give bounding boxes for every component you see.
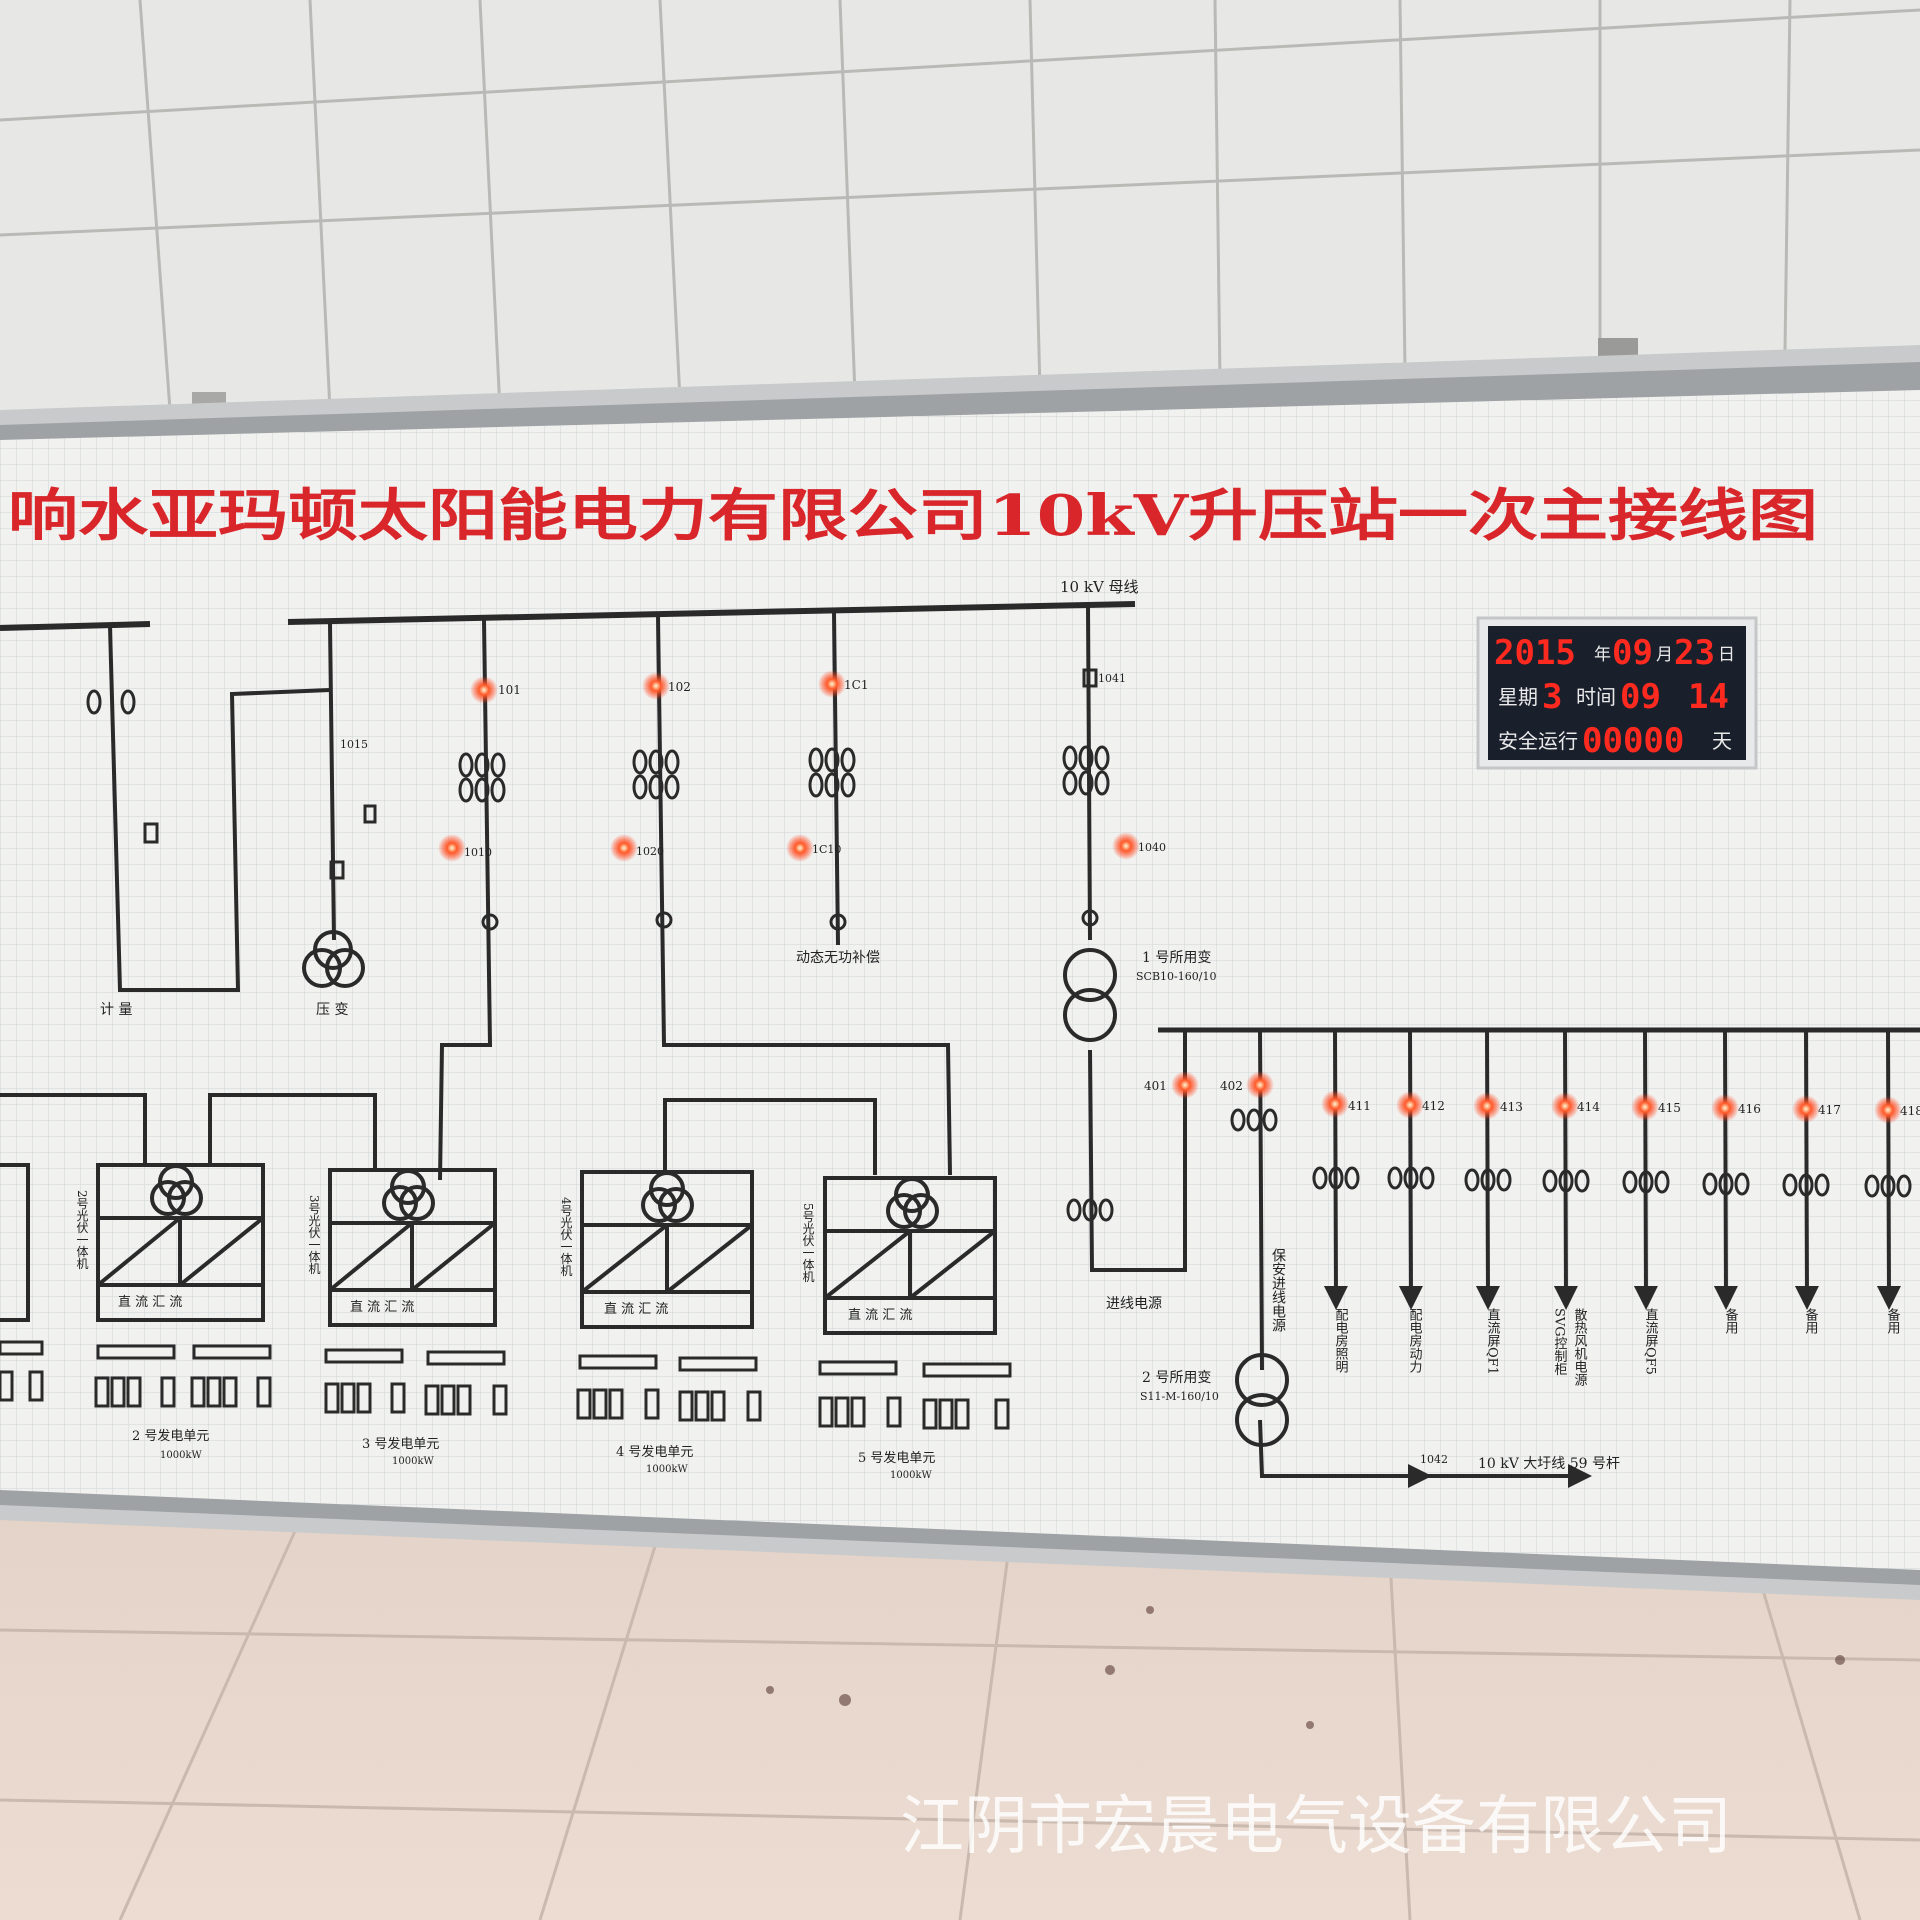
unit-pv-label: 5号光伏一体机: [801, 1203, 815, 1283]
bus-label: 10 kV 母线: [1060, 578, 1139, 596]
lv-feeder-id: 418: [1900, 1104, 1920, 1118]
wall: [0, 0, 1920, 420]
breaker-icons: [86, 668, 1912, 1222]
feeder-1015-label: 1015: [340, 738, 368, 751]
lv-feeder-id: 411: [1348, 1099, 1371, 1113]
clock-year: 2015: [1494, 633, 1576, 673]
lv-feeder-label: 直流屏QF5: [1643, 1308, 1659, 1375]
clock-minute: 14: [1688, 677, 1729, 717]
feeder-1010-label: 1010: [464, 846, 492, 859]
board-title: 响水亚玛顿太阳能电力有限公司10kV升压站一次主接线图: [8, 483, 1818, 549]
dc-combiner-label: 直 流 汇 流: [118, 1295, 182, 1310]
lv-feeder-id: 416: [1738, 1102, 1761, 1116]
clock-safe-days: 00000: [1582, 721, 1684, 761]
clock-day-unit: 日: [1718, 645, 1735, 665]
aux2-name: 2 号所用变: [1142, 1370, 1211, 1386]
unit-name: 3 号发电单元: [362, 1436, 439, 1452]
lv-feeder-id: 412: [1422, 1099, 1445, 1113]
clock-weekday: 3: [1542, 677, 1562, 717]
dc-combiner-label: 直 流 汇 流: [350, 1300, 414, 1315]
unit-rating: 1000kW: [646, 1464, 689, 1475]
lv-feeder-id: 417: [1818, 1103, 1841, 1117]
pt-label: 压 变: [316, 1002, 348, 1018]
clock-year-unit: 年: [1594, 645, 1611, 665]
lv-feeder-labels: 401 402 411 配电房照明 412 配电房动力 413 直流屏QF1 414SVG控制柜…: [1144, 1079, 1920, 1386]
incoming-power-label: 进线电源: [1106, 1296, 1162, 1312]
lv-feeder-id: 413: [1500, 1100, 1523, 1114]
feeder-1040-label: 1040: [1138, 841, 1166, 854]
feeder-1020-label: 1020: [636, 845, 664, 858]
combiner-boxes: [0, 1340, 1012, 1378]
clock-day: 23: [1674, 633, 1715, 673]
unit-rating: 1000kW: [160, 1450, 203, 1461]
unit-rating: 1000kW: [392, 1456, 435, 1467]
lv-feeder-label: 备用: [1723, 1307, 1739, 1335]
aux2-model: S11-M-160/10: [1140, 1390, 1219, 1403]
feeder-1c1-label: 1C1: [844, 678, 868, 692]
svg-comp-label: 动态无功补偿: [796, 950, 880, 966]
clock-hour: 09: [1620, 677, 1661, 717]
aux1-name: 1 号所用变: [1142, 950, 1211, 966]
feeder-1041-label: 1041: [1098, 672, 1126, 685]
lv-feeder-id: 401: [1144, 1079, 1167, 1093]
feeder-1042-label: 1042: [1420, 1453, 1448, 1466]
lv-feeder-label: 配电房照明: [1333, 1308, 1349, 1374]
lv-feeder-label: 备用: [1885, 1307, 1901, 1335]
lv-feeder-label: SVG控制柜: [1552, 1308, 1568, 1376]
clock-month: 09: [1612, 633, 1653, 673]
lv-feeder-id: 414: [1577, 1100, 1600, 1114]
lv-feeder-label: 散热风机电源: [1572, 1308, 1588, 1386]
metering-label: 计 量: [100, 1002, 132, 1018]
lv-feeder-id: 402: [1220, 1079, 1243, 1093]
lv-feeder-id: 415: [1658, 1101, 1681, 1115]
dc-combiner-label: 直 流 汇 流: [848, 1308, 912, 1323]
diagram-lines: [0, 601, 1920, 1488]
clock-safe-label: 安全运行: [1498, 729, 1578, 753]
clock-safe-unit: 天: [1712, 729, 1732, 753]
lv-feeder-label: 配电房动力: [1407, 1308, 1423, 1374]
aux1-model: SCB10-160/10: [1136, 970, 1216, 983]
board-panel: [0, 390, 1920, 1570]
guarantee-power-label: 保安进线电源: [1270, 1248, 1286, 1332]
feeder-1c10-label: 1C10: [812, 843, 841, 856]
unit-pv-label: 4号光伏一体机: [559, 1197, 573, 1277]
line-out-label: 10 kV 大圩线 59 号杆: [1478, 1456, 1620, 1472]
unit-name: 2 号发电单元: [132, 1428, 209, 1444]
unit-rating: 1000kW: [890, 1470, 933, 1481]
clock-time-label: 时间: [1576, 685, 1616, 709]
unit-pv-label: 3号光伏一体机: [307, 1195, 321, 1275]
feeder-101-label: 101: [498, 683, 521, 697]
inverter-cabinets: [0, 1370, 1010, 1430]
clock-month-unit: 月: [1656, 645, 1673, 665]
watermark: 江阴市宏晨电气设备有限公司: [900, 1790, 1732, 1864]
unit-name: 4 号发电单元: [616, 1444, 693, 1460]
lv-feeder-label: 直流屏QF1: [1485, 1308, 1501, 1375]
indicator-lamps: [438, 670, 1902, 1124]
clock-weekday-label: 星期: [1498, 685, 1538, 709]
dc-combiner-label: 直 流 汇 流: [604, 1302, 668, 1317]
transformer-icon: [150, 930, 1289, 1447]
lv-feeder-label: 备用: [1803, 1307, 1819, 1335]
feeder-102-label: 102: [668, 680, 691, 694]
unit-pv-label: 2号光伏一体机: [75, 1190, 89, 1270]
led-clock-panel: 2015 年 09 月 23 日 星期 3 时间 09 14 安全运行 0000…: [1476, 616, 1758, 770]
unit-name: 5 号发电单元: [858, 1450, 935, 1466]
